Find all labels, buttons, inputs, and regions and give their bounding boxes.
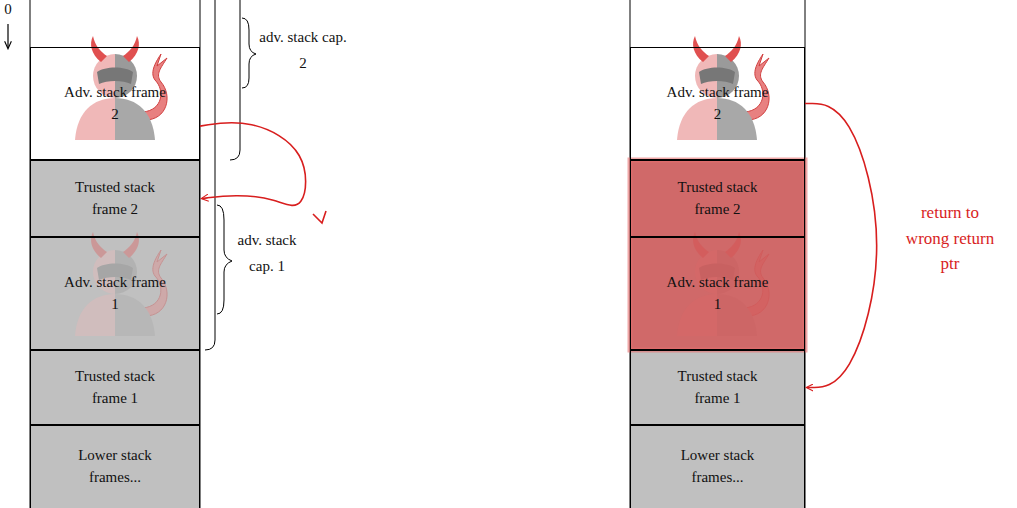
lower-stack-frames: Lower stack frames... (630, 425, 805, 508)
edge-label: return to wrong return ptr (905, 200, 995, 277)
adv-stack-frame: Adv. stack frame 1 (630, 237, 805, 350)
frame-label: Lower stack frames... (54, 445, 176, 489)
trusted-stack-frame: Trusted stack frame 1 (30, 350, 200, 425)
frame-label: Lower stack frames... (657, 445, 779, 489)
frame-label: Adv. stack frame 1 (54, 272, 176, 316)
corrupted-highlight (630, 160, 805, 350)
frame-label: Trusted stack frame 2 (657, 177, 779, 221)
frame-label: Trusted stack frame 1 (54, 366, 176, 410)
frame-label: Adv. stack frame 1 (657, 272, 779, 316)
adv-stack-frame: Adv. stack frame 1 (30, 237, 200, 350)
frame-label: Trusted stack frame 2 (54, 177, 176, 221)
adv-stack-frame: Adv. stack frame 2 (30, 47, 200, 160)
axis-arrow (7, 24, 8, 48)
frame-label: Trusted stack frame 1 (657, 366, 779, 410)
capability-label: adv. stack cap. 1 (232, 227, 302, 280)
trusted-stack-frame: Trusted stack frame 2 (630, 160, 805, 237)
left-stack-fills (30, 0, 200, 508)
right-stack-fills (630, 0, 805, 508)
frame-label: Adv. stack frame 2 (54, 82, 176, 126)
lower-stack-frames: Lower stack frames... (30, 425, 200, 508)
frame-label: Adv. stack frame 2 (657, 82, 779, 126)
arrow-head (313, 211, 326, 223)
axis-origin: 0 (0, 0, 16, 18)
trusted-stack-frame: Trusted stack frame 2 (30, 160, 200, 237)
trusted-stack-frame: Trusted stack frame 1 (630, 350, 805, 425)
capability-label: adv. stack cap. 2 (258, 24, 348, 77)
capability-brackets (205, 0, 256, 350)
return-arrow (200, 123, 306, 206)
adv-stack-frame: Adv. stack frame 2 (630, 47, 805, 160)
return-arrow (805, 104, 877, 388)
